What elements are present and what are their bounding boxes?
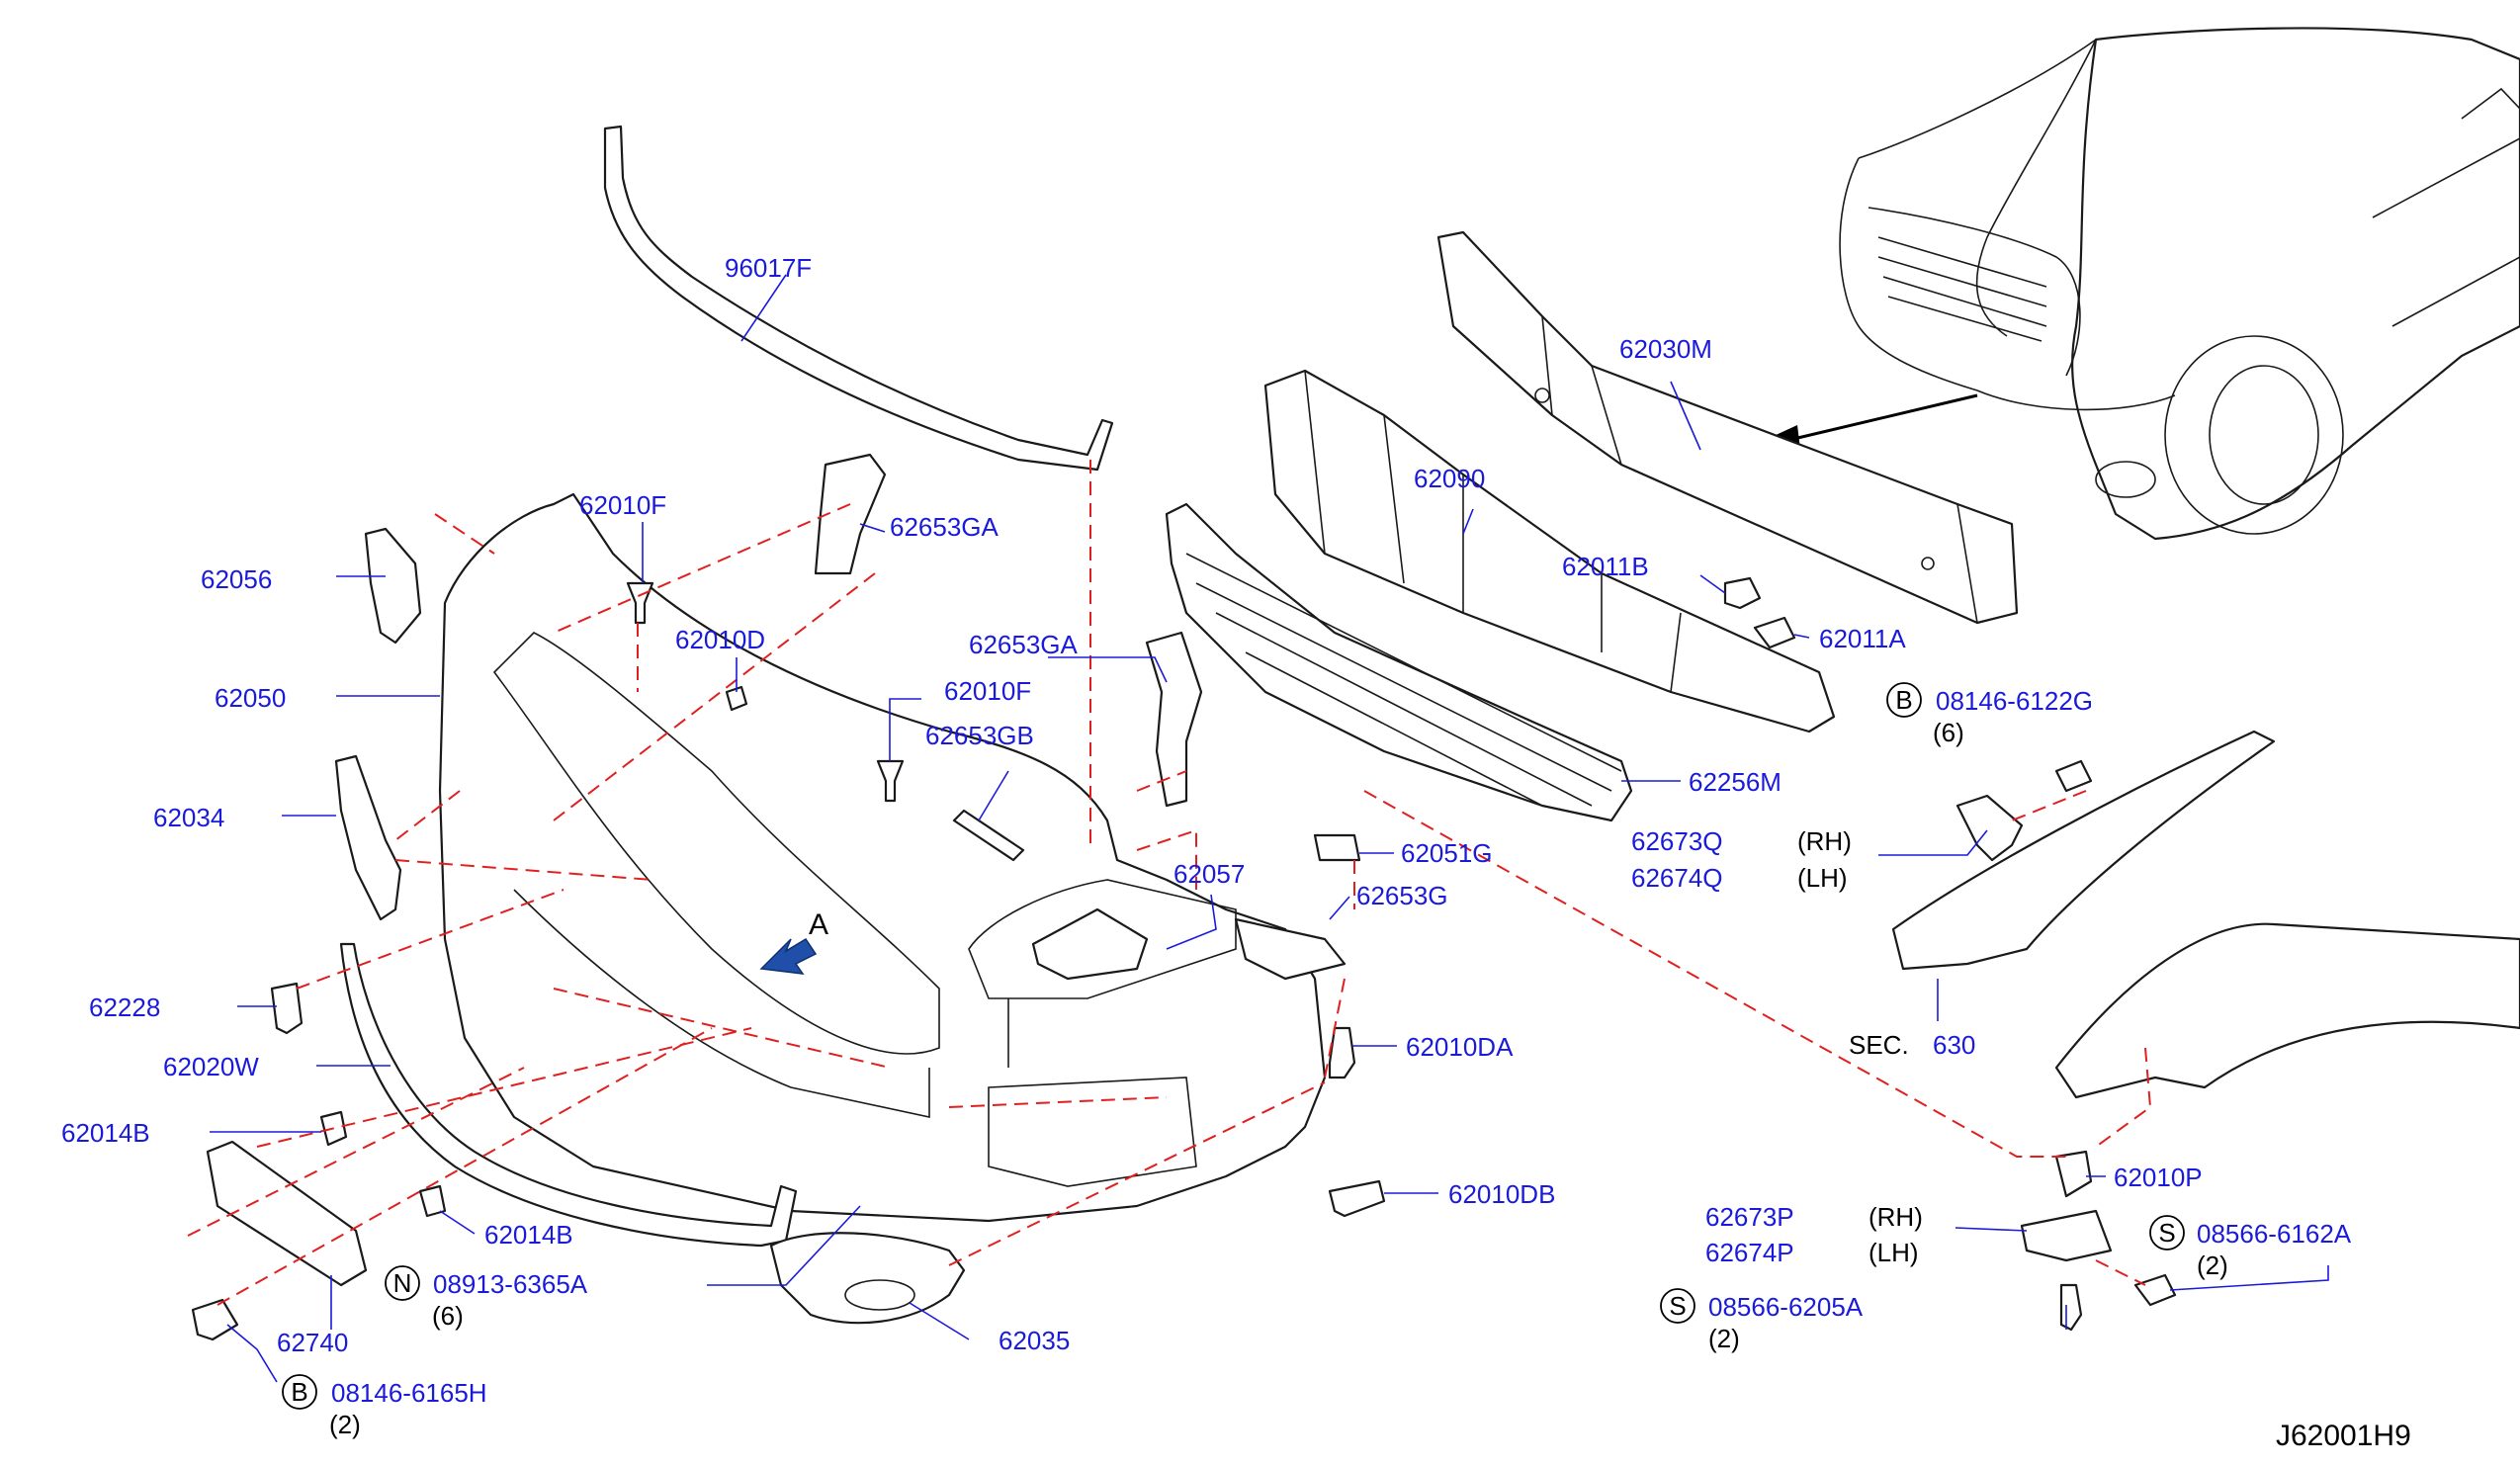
fastener-08566-6162a: S 08566-6162A (2) (2149, 1215, 2352, 1280)
grille-62256m (1165, 502, 1633, 822)
diagram-code: J62001H9 (2276, 1420, 2411, 1452)
label-62010da: 62010DA (1406, 1032, 1514, 1062)
molding-strip-96017f (603, 125, 1114, 472)
fastener-prefix-n: N (393, 1268, 412, 1298)
label-62090: 62090 (1414, 464, 1485, 493)
label-62030m: 62030M (1619, 334, 1712, 364)
label-62020w: 62020W (163, 1052, 259, 1081)
bracket-62673q (1955, 794, 2024, 862)
vehicle-outline (1839, 27, 2520, 541)
fastener-number: 08146-6122G (1936, 686, 2093, 716)
label-62011a: 62011A (1819, 624, 1906, 653)
label-62011b: 62011B (1562, 552, 1649, 581)
trim-62653ga-a (814, 453, 887, 575)
molding-62020w (339, 942, 798, 1248)
label-62034: 62034 (153, 803, 224, 832)
label-sec: SEC. (1849, 1030, 1909, 1060)
fastener-number: 08146-6165H (331, 1378, 487, 1408)
screw-62010da (1328, 1026, 1356, 1079)
strip-62653gb (952, 809, 1025, 862)
bracket-62056 (364, 527, 422, 645)
clip-62014b-b (418, 1184, 447, 1218)
cap-62228 (270, 982, 304, 1035)
fastener-prefix-b: B (291, 1377, 307, 1407)
fastener-qty: (6) (1933, 718, 1964, 747)
fender-sec-630 (1891, 730, 2276, 971)
label-62674p: 62674P (1705, 1238, 1794, 1267)
bolt-08146-6122g (2054, 759, 2093, 793)
label-rh-p: (RH) (1868, 1202, 1923, 1232)
screw-62010db (1328, 1179, 1386, 1218)
fastener-08146-6122g: B 08146-6122G (6) (1886, 682, 2093, 747)
bolt-08146-6165h (191, 1298, 239, 1341)
label-62673q: 62673Q (1631, 826, 1723, 856)
label-62051g: 62051G (1401, 838, 1493, 868)
fastener-08913-6365a: N 08913-6365A (6) (385, 1265, 588, 1331)
label-62010f-b: 62010F (944, 676, 1031, 706)
bumper-fascia-62050 (438, 492, 1327, 1223)
leader-lines (210, 274, 2329, 1383)
label-sec-630: 630 (1933, 1030, 1975, 1060)
label-62057: 62057 (1173, 859, 1245, 889)
bracket-62740 (206, 1140, 368, 1287)
fender-lower (2054, 922, 2520, 1099)
bracket-62673p (2020, 1209, 2113, 1262)
screw-08566-6205a (2059, 1283, 2083, 1332)
label-lh-q: (LH) (1797, 863, 1848, 893)
trim-62653ga-b (1145, 631, 1203, 808)
nut-62011b (1723, 576, 1762, 610)
label-96017f: 96017F (725, 253, 812, 283)
label-62010d: 62010D (675, 625, 765, 654)
bolt-62011a (1753, 616, 1796, 649)
assembly-lines (187, 460, 2152, 1306)
label-62014b-a: 62014B (61, 1118, 150, 1148)
fastener-prefix-s: S (1669, 1291, 1686, 1321)
trim-62653g (1234, 917, 1347, 981)
fastener-qty: (6) (432, 1301, 464, 1331)
clip-62051g (1313, 833, 1361, 862)
fastener-08566-6205a: S 08566-6205A (2) (1660, 1288, 1864, 1353)
label-62014b-b: 62014B (484, 1220, 573, 1250)
label-62256m: 62256M (1689, 767, 1781, 797)
label-62653gb: 62653GB (925, 721, 1034, 750)
bracket-62010p (2054, 1150, 2093, 1198)
label-62653ga-b: 62653GA (969, 630, 1079, 659)
fastener-qty: (2) (2197, 1251, 2228, 1280)
fastener-number: 08566-6205A (1708, 1292, 1864, 1322)
label-62653g: 62653G (1356, 881, 1448, 910)
fastener-prefix-b: B (1895, 685, 1912, 715)
label-62010db: 62010DB (1448, 1179, 1555, 1209)
label-view-a: A (809, 908, 828, 941)
view-a-arrow (759, 937, 818, 975)
label-62228: 62228 (89, 992, 160, 1022)
label-62035: 62035 (999, 1326, 1070, 1355)
fastener-qty: (2) (1708, 1324, 1740, 1353)
fastener-number: 08566-6162A (2197, 1219, 2352, 1249)
fastener-number: 08913-6365A (433, 1269, 588, 1299)
label-rh-q: (RH) (1797, 826, 1852, 856)
label-62653ga-a: 62653GA (890, 512, 999, 542)
label-62010f-a: 62010F (579, 490, 666, 520)
screw-08566-6162a (2133, 1273, 2177, 1307)
label-lh-p: (LH) (1868, 1238, 1919, 1267)
label-62673p: 62673P (1705, 1202, 1794, 1232)
fastener-prefix-s: S (2158, 1218, 2175, 1248)
bracket-62034 (334, 754, 402, 921)
fastener-qty: (2) (329, 1410, 361, 1439)
label-62740: 62740 (277, 1328, 348, 1357)
fastener-08146-6165h: B 08146-6165H (2) (282, 1374, 487, 1439)
label-62050: 62050 (215, 683, 286, 713)
label-62056: 62056 (201, 564, 272, 594)
direction-arrow (1788, 393, 1978, 442)
clip-62010f-b (876, 759, 905, 803)
label-62010p: 62010P (2114, 1163, 2203, 1192)
fog-cover-62035 (769, 1232, 966, 1325)
label-62674q: 62674Q (1631, 863, 1723, 893)
bracket-62057 (1031, 907, 1149, 981)
